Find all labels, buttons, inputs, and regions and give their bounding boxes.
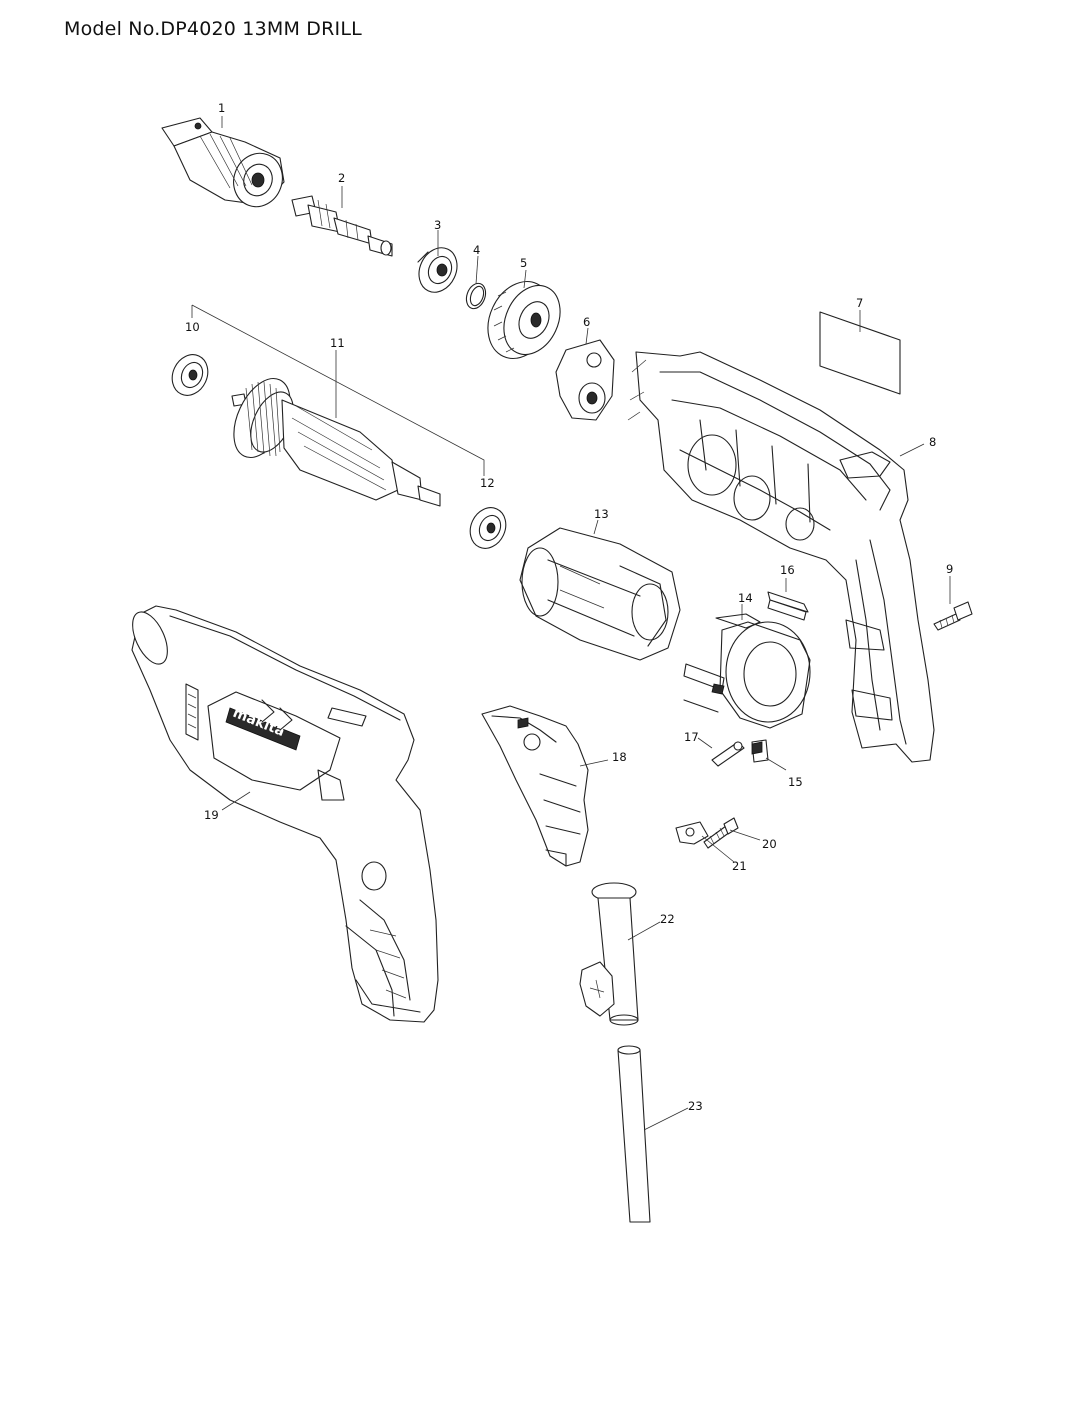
part-10-ball-bearing xyxy=(171,354,209,396)
callout-numbers: 1 2 3 4 5 6 7 8 9 10 11 12 13 14 15 16 1… xyxy=(185,101,953,1113)
callout-19: 19 xyxy=(204,808,219,822)
callout-6: 6 xyxy=(583,315,590,329)
part-7-name-plate xyxy=(819,311,901,395)
part-21-strain-relief xyxy=(675,821,709,845)
callout-3: 3 xyxy=(434,218,441,232)
callout-17: 17 xyxy=(684,730,699,744)
part-11-armature xyxy=(231,378,441,507)
part-3-ball-bearing xyxy=(417,247,458,293)
part-5-gear xyxy=(487,281,561,359)
part-23-depth-rod xyxy=(617,1045,651,1223)
part-12-ball-bearing xyxy=(469,507,507,549)
part-19-motor-housing-set: makita xyxy=(131,605,439,1023)
part-14-brush-holder xyxy=(683,613,811,729)
callout-21: 21 xyxy=(732,859,747,873)
part-9-tapping-screw xyxy=(933,601,973,631)
callout-18: 18 xyxy=(612,750,627,764)
callout-11: 11 xyxy=(330,336,345,350)
part-4-retaining-ring xyxy=(465,282,487,310)
callout-4: 4 xyxy=(473,243,480,257)
callout-14: 14 xyxy=(738,591,753,605)
callout-5: 5 xyxy=(520,256,527,270)
callout-15: 15 xyxy=(788,775,803,789)
callout-22: 22 xyxy=(660,912,675,926)
callout-12: 12 xyxy=(480,476,495,490)
part-2-spindle xyxy=(291,195,393,257)
part-20-tapping-screw xyxy=(703,817,739,849)
callout-7: 7 xyxy=(856,296,863,310)
callout-1: 1 xyxy=(218,101,225,115)
part-16-insulation-tube xyxy=(767,591,809,621)
part-13-field xyxy=(519,527,681,661)
part-1-drill-chuck xyxy=(161,117,285,208)
part-8-housing-right xyxy=(627,351,935,763)
callout-9: 9 xyxy=(946,562,953,576)
part-22-side-grip xyxy=(579,882,639,1026)
part-15-carbon-brush xyxy=(751,739,769,763)
part-17-connector xyxy=(711,741,745,767)
callout-10: 10 xyxy=(185,320,200,334)
page-title: Model No.DP4020 13MM DRILL xyxy=(64,18,362,40)
part-6-bearing-retainer xyxy=(555,339,615,421)
leader-lines xyxy=(221,116,951,1131)
callout-13: 13 xyxy=(594,507,609,521)
callout-23: 23 xyxy=(688,1099,703,1113)
callout-2: 2 xyxy=(338,171,345,185)
callout-16: 16 xyxy=(780,563,795,577)
part-18-switch xyxy=(481,705,589,867)
callout-20: 20 xyxy=(762,837,777,851)
callout-8: 8 xyxy=(929,435,936,449)
